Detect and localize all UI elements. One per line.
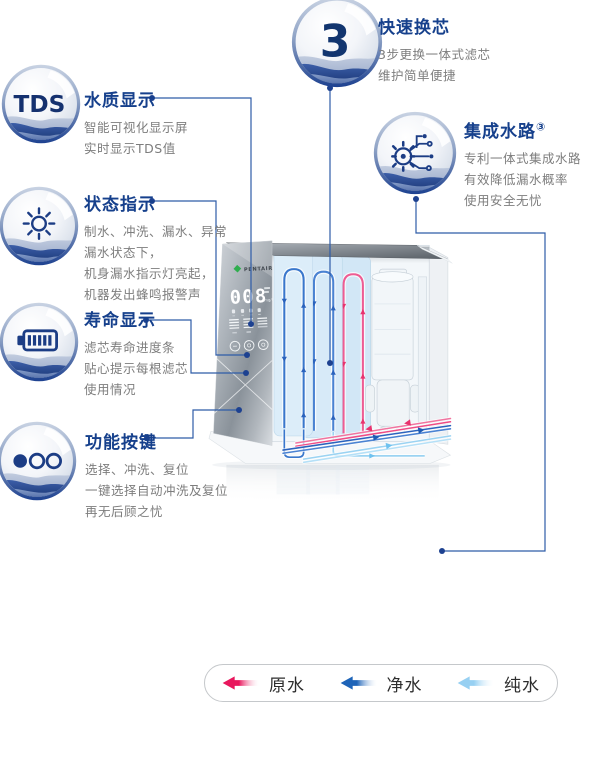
callout-line: 贴心提示每根滤芯	[84, 361, 189, 376]
water-purifier-illustration: PENTAIR 008 mg/L	[208, 240, 453, 504]
gear-circuit-icon	[391, 134, 434, 172]
callout-water-quality: 水质显示 智能可视化显示屏 实时显示TDS值	[84, 86, 188, 159]
sphere-highlight	[344, 3, 376, 36]
clear-tank	[365, 268, 427, 437]
callout-status: 状态指示 制水、冲洗、漏水、异常 漏水状态下， 机身漏水指示灯亮起， 机器发出蜂…	[84, 190, 227, 305]
callout-title: 寿命显示	[84, 311, 156, 331]
pure-water-arrow-icon	[457, 676, 494, 690]
callout-description: 智能可视化显示屏 实时显示TDS值	[84, 117, 188, 159]
panel-seam-x	[213, 358, 273, 414]
mode-buttons-icon	[13, 452, 63, 470]
callout-line: 使用情况	[84, 382, 137, 397]
connector-life	[146, 319, 246, 374]
callout-title: 水质显示	[84, 91, 156, 111]
callout-line: 有效降低漏水概率	[464, 172, 569, 187]
sphere-highlight	[45, 308, 73, 337]
battery-icon	[17, 329, 58, 352]
brand-diamond-icon	[233, 264, 242, 273]
tds-display-value: 008	[229, 286, 268, 309]
device-reflection	[226, 464, 439, 504]
legend-item-clean-water: 净水	[340, 671, 423, 696]
callout-line: 机器发出蜂鸣报警声	[84, 287, 202, 302]
sphere-highlight	[47, 70, 75, 99]
connector-dots	[143, 85, 445, 554]
raw-water-arrow-icon	[222, 676, 259, 690]
callout-description: 专利一体式集成水路 有效降低漏水概率 使用安全无忧	[464, 148, 581, 211]
callout-line: 选择、冲洗、复位	[85, 462, 190, 477]
front-panel: PENTAIR 008 mg/L	[213, 240, 275, 446]
sun-icon	[22, 207, 56, 240]
badge-waterway	[373, 111, 457, 195]
callout-line: 维护简单便捷	[378, 68, 457, 83]
callout-line: 3步更换一体式滤芯	[378, 47, 491, 62]
callout-line: 滤芯寿命进度条	[84, 340, 176, 355]
legend-label: 纯水	[504, 675, 540, 696]
callout-line: 使用安全无忧	[464, 193, 543, 208]
badge-tds: TDS	[1, 64, 81, 144]
connector-buttons	[147, 409, 239, 439]
callout-title: 功能按键	[85, 433, 157, 453]
filter-cartridge-1	[273, 245, 313, 437]
connector-water-quality	[152, 97, 252, 324]
sphere-highlight	[421, 117, 451, 148]
tds-display-unit: mg/L	[264, 297, 275, 303]
callout-description: 3步更换一体式滤芯 维护简单便捷	[378, 44, 490, 86]
flow-legend: 原水 净水 纯水	[204, 664, 558, 702]
connector-waterway	[415, 199, 546, 552]
callout-line: 机身漏水指示灯亮起，	[84, 266, 215, 281]
callout-title: 快速换芯	[378, 18, 450, 38]
badge-tds-text: TDS	[14, 91, 66, 118]
flow-tube-bundle	[281, 416, 453, 464]
callout-title: 状态指示	[84, 195, 156, 215]
badge-status	[0, 186, 79, 266]
callout-line: 制水、冲洗、漏水、异常	[84, 224, 228, 239]
callout-line: 专利一体式集成水路	[464, 151, 582, 166]
callout-title: 集成水路③	[464, 117, 581, 142]
legend-item-pure-water: 纯水	[457, 671, 540, 696]
badge-number: 3	[320, 17, 351, 68]
callout-quick-change: 快速换芯 3步更换一体式滤芯 维护简单便捷	[378, 13, 490, 86]
callout-buttons: 功能按键 选择、冲洗、复位 一键选择自动冲洗及复位 再无后顾之忧	[85, 428, 228, 522]
callout-line: 再无后顾之忧	[85, 504, 164, 519]
callout-line: 智能可视化显示屏	[84, 120, 189, 135]
legend-label: 原水	[269, 675, 305, 696]
function-button-row	[229, 339, 269, 352]
badge-life	[0, 302, 79, 382]
lid-rim	[416, 245, 453, 264]
connector-status	[152, 200, 247, 356]
callout-description: 选择、冲洗、复位 一键选择自动冲洗及复位 再无后顾之忧	[85, 459, 228, 522]
brand-text: PENTAIR	[244, 266, 273, 274]
tds-display: 008 mg/L	[229, 286, 275, 309]
badge-quick-change: 3	[291, 0, 383, 88]
clean-water-arrow-icon	[340, 676, 377, 690]
callout-title-text: 集成水路	[464, 122, 536, 142]
sphere-highlight	[45, 192, 73, 221]
callout-line: 一键选择自动冲洗及复位	[85, 483, 229, 498]
callout-line: 漏水状态下，	[84, 245, 163, 260]
callout-description: 滤芯寿命进度条 贴心提示每根滤芯 使用情况	[84, 337, 188, 400]
brand-logo: PENTAIR	[233, 264, 273, 274]
callout-waterway: 集成水路③ 专利一体式集成水路 有效降低漏水概率 使用安全无忧	[464, 117, 581, 211]
callout-life: 寿命显示 滤芯寿命进度条 贴心提示每根滤芯 使用情况	[84, 306, 188, 400]
sphere-highlight	[43, 427, 71, 456]
callout-line: 实时显示TDS值	[84, 141, 176, 156]
legend-item-raw-water: 原水	[222, 671, 305, 696]
callout-description: 制水、冲洗、漏水、异常 漏水状态下， 机身漏水指示灯亮起， 机器发出蜂鸣报警声	[84, 221, 227, 305]
badge-buttons	[0, 421, 77, 501]
legend-label: 净水	[386, 675, 423, 696]
callout-title-footnote: ③	[536, 120, 547, 134]
